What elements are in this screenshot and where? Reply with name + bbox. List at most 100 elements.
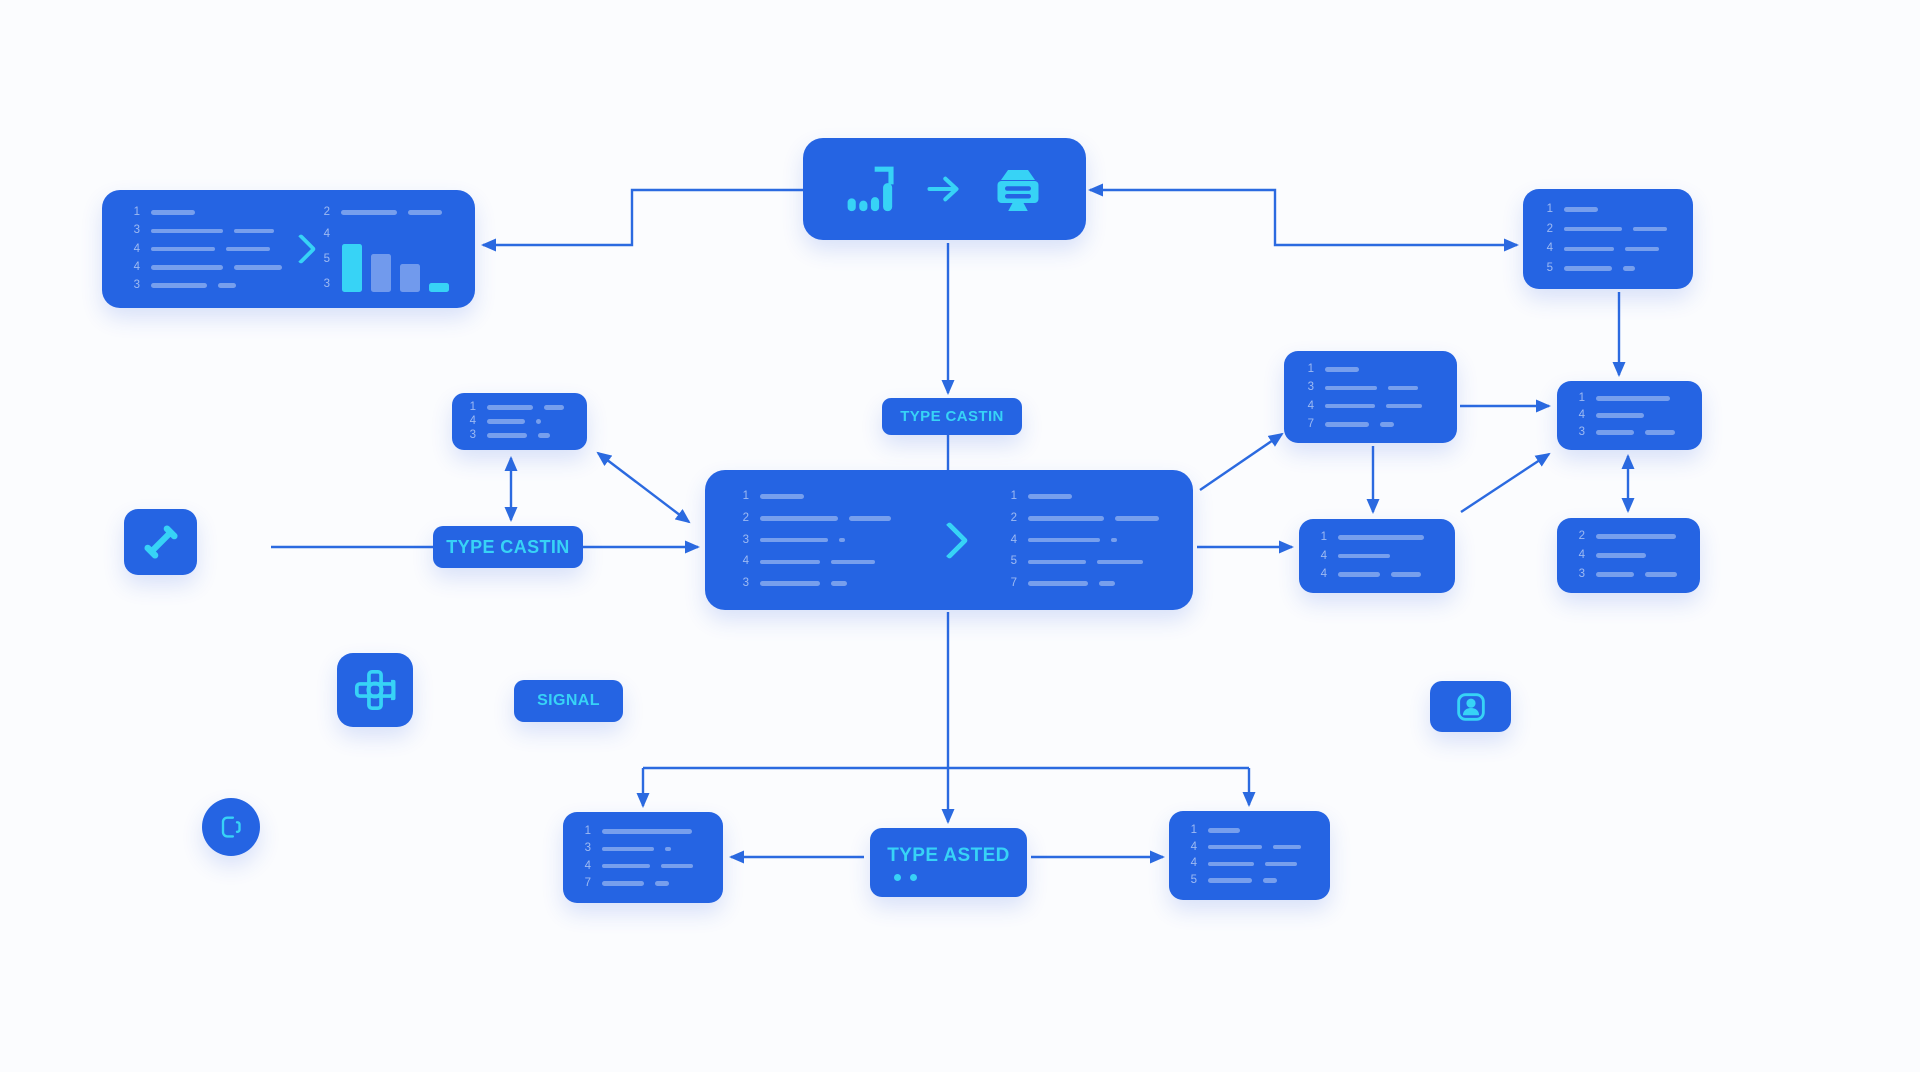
pill-type-asted: TYPE ASTED [870, 828, 1027, 897]
code-line: 1 [1317, 531, 1424, 544]
code-line-bar [831, 581, 847, 586]
bar [371, 254, 391, 292]
chevron-right-icon [929, 520, 969, 560]
code-line: 7 [1304, 418, 1422, 431]
pill-type-castin-top: TYPE CASTIN [882, 398, 1022, 435]
code-line: 5 [1543, 262, 1667, 275]
line-number: 5 [1546, 261, 1553, 274]
code-line-bar [234, 265, 282, 270]
code-line: 4 [466, 415, 564, 428]
code-line-bar [1338, 553, 1390, 559]
code-line-bar [1099, 581, 1115, 586]
code-line-bar [1564, 246, 1614, 252]
code-line: 4 [581, 860, 693, 873]
person-badge-icon [1456, 692, 1485, 721]
line-number: 2 [742, 511, 749, 524]
line-number: 3 [742, 533, 749, 546]
code-line-bar [839, 537, 845, 543]
code-line-bar [1386, 403, 1422, 409]
line-number: 2 [1578, 530, 1585, 542]
code-line-bar [1325, 403, 1375, 409]
line-number: 1 [742, 490, 749, 502]
line-number: 2 [323, 206, 330, 218]
line-number: 4 [1546, 242, 1553, 255]
dots-indicator [870, 873, 917, 881]
code-line-bar [1115, 516, 1159, 521]
line-number: 4 [1578, 549, 1585, 561]
code-line: 4 [1543, 242, 1667, 255]
code-line-bar [218, 283, 236, 288]
code-panel-cluster-lower-right: 2 4 3 [1557, 518, 1700, 593]
line-number: 3 [742, 577, 749, 589]
code-line: 4 [1317, 568, 1424, 581]
bar-chart-icon [847, 166, 894, 212]
pill-type-castin-left: TYPE CASTIN [433, 526, 583, 568]
line-number: 1 [584, 825, 591, 837]
line-number: 1 [1010, 490, 1017, 502]
bar [400, 264, 420, 292]
code-line-bar [1028, 516, 1104, 521]
code-line: 5 [1007, 555, 1159, 568]
code-line: 2 [1543, 223, 1667, 236]
code-panel-top-right: 1 2 4 5 [1523, 189, 1693, 289]
code-line: 2 [1575, 530, 1677, 543]
line-number: 4 [469, 415, 476, 427]
code-line-bar [544, 405, 564, 410]
line-number: 4 [1320, 549, 1327, 562]
code-line-bar [602, 829, 692, 834]
pill-type-asted-label: TYPE ASTED [887, 844, 1010, 866]
code-line-bar [760, 494, 804, 499]
code-line-bar [538, 433, 550, 438]
line-number: 3 [1578, 568, 1585, 580]
code-line-bar [226, 246, 270, 252]
code-line: 3 [739, 534, 891, 547]
code-line-bar [602, 846, 654, 852]
code-line-bar [151, 246, 215, 252]
line-number: 1 [469, 401, 476, 413]
connector-topright-to-topcenter [1088, 183, 1519, 252]
line-number: 3 [584, 842, 591, 855]
person-badge-tile [1430, 681, 1511, 732]
line-number: 3 [133, 279, 140, 291]
code-line-bar [602, 863, 650, 869]
code-panel-cluster-lower-left: 1 4 4 [1299, 519, 1455, 593]
code-line: 4 [1575, 549, 1677, 562]
code-line-bar [1596, 430, 1634, 435]
code-line-bar [760, 537, 828, 543]
code-line-bar [151, 265, 223, 270]
line-number: 1 [1546, 203, 1553, 215]
code-line-bar [1208, 861, 1254, 867]
code-line-bar [1645, 430, 1675, 435]
pill-signal-label: SIGNAL [537, 692, 600, 709]
line-number: 4 [1190, 857, 1197, 870]
code-line-bar [1028, 494, 1072, 499]
code-line: 3 [739, 577, 891, 590]
code-line: 1 [739, 490, 891, 503]
code-line: 3 [130, 279, 282, 292]
code-line-bar [1596, 553, 1646, 558]
code-line-bar [1208, 844, 1262, 850]
code-line: 1 [1187, 824, 1301, 837]
code-column: 2 4 3 [1575, 530, 1677, 581]
code-line-bar [408, 210, 442, 215]
line-number: 1 [1320, 531, 1327, 543]
bar [429, 283, 449, 292]
code-line: 4 [1007, 534, 1159, 547]
code-line-bar [1596, 572, 1634, 577]
code-line: 1 [1543, 203, 1667, 216]
code-line-bar [760, 559, 820, 564]
code-line: 1 [1007, 490, 1159, 503]
code-line-bar [665, 846, 671, 852]
code-line-bar [1391, 572, 1421, 577]
line-number: 4 [323, 228, 330, 241]
code-line-bar [1596, 413, 1644, 418]
pill-type-castin-left-label: TYPE CASTIN [446, 536, 570, 557]
code-line-bar [1388, 385, 1418, 391]
